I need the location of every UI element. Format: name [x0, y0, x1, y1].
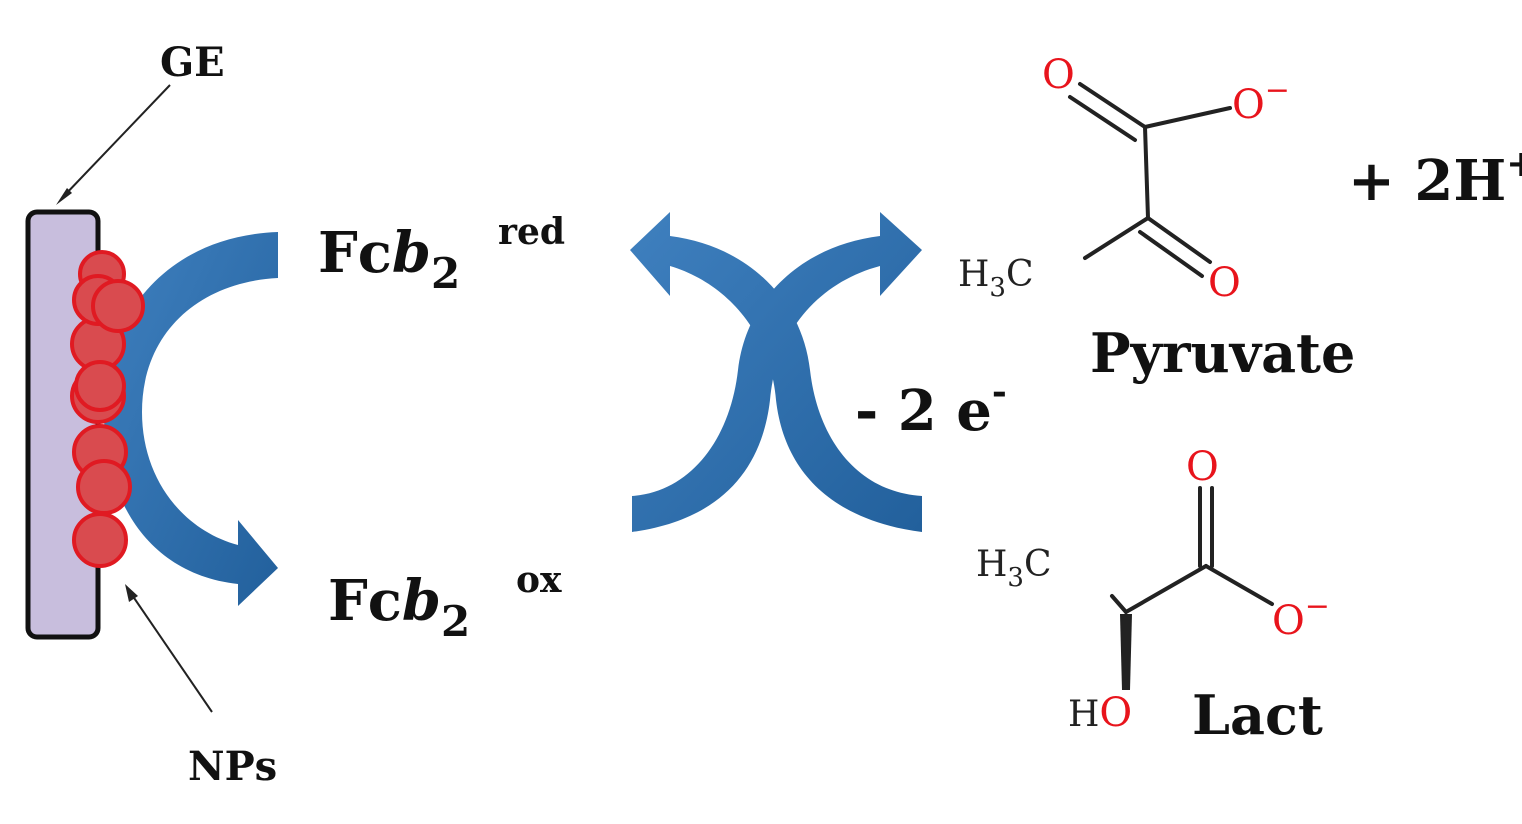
pyruvate-structure: O O− O H3C [958, 52, 1290, 306]
svg-text:red: red [498, 211, 565, 253]
pyruvate-oxygen-carboxylate: O− [1232, 73, 1290, 128]
lactate-hydroxyl: HO [1068, 690, 1132, 736]
electrode-label: GE [160, 39, 225, 86]
proton-label: + 2H+ [1348, 143, 1522, 214]
electron-transfer-label: - 2 e- [855, 371, 1007, 444]
enzyme-reduced-label: Fcb2 red [318, 211, 565, 298]
pyruvate-oxygen-ketone: O [1208, 260, 1241, 306]
svg-text:Fcb2: Fcb2 [328, 568, 470, 646]
svg-text:ox: ox [516, 559, 562, 601]
svg-text:Fcb2: Fcb2 [318, 220, 460, 298]
nanoparticle-pointer-arrow [125, 584, 213, 713]
electrode-pointer-arrow [56, 84, 171, 205]
pyruvate-oxygen-top: O [1042, 52, 1075, 98]
lactate-oxygen-carbonyl: O [1186, 444, 1219, 490]
nanoparticle-cluster [70, 250, 145, 568]
pyruvate-name: Pyruvate [1090, 321, 1355, 385]
lactate-oxygen-carboxylate: O− [1272, 589, 1330, 644]
lactate-methyl: H3C [976, 544, 1052, 593]
lactate-structure: O O− H3C HO [976, 444, 1330, 736]
electrode-curved-arrow [104, 232, 278, 606]
lactate-name: Lact [1192, 683, 1323, 747]
enzyme-oxidized-label: Fcb2 ox [328, 559, 562, 646]
crossing-arrows [630, 212, 922, 532]
pyruvate-methyl: H3C [958, 254, 1034, 303]
nanoparticle-label: NPs [188, 743, 277, 790]
